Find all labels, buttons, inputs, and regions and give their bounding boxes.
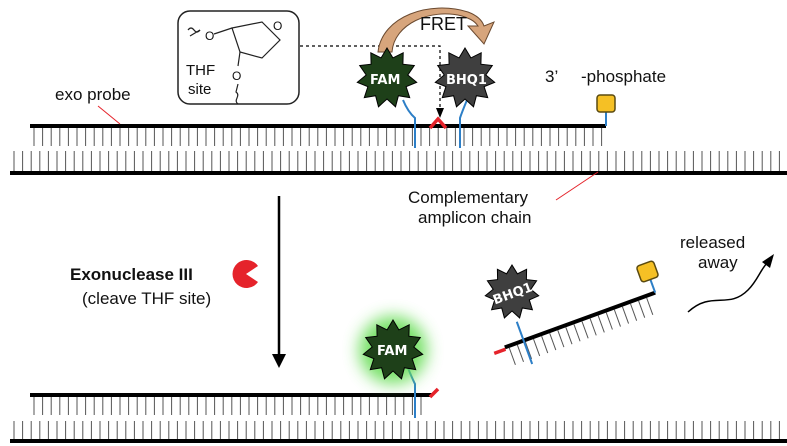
- base-tick: [605, 312, 613, 330]
- released-phosphate-linker: [649, 278, 657, 293]
- base-tick: [621, 306, 630, 324]
- base-tick: [638, 300, 646, 318]
- thf-site-mark: [428, 116, 448, 130]
- fret-arrow: [377, 7, 495, 53]
- bhq1-top-label: BHQ1: [446, 73, 487, 88]
- exo-probe-label: exo probe: [55, 85, 131, 104]
- base-tick: [565, 327, 573, 345]
- probe-ticks: [33, 128, 603, 146]
- released-arrow: [687, 261, 769, 313]
- base-tick: [533, 338, 541, 357]
- released-backbone: [504, 290, 656, 350]
- base-tick: [541, 335, 549, 354]
- released-phosphate-square: [636, 260, 659, 283]
- released-arrowhead: [762, 254, 774, 268]
- fret-label: FRET: [420, 14, 467, 34]
- complementary-label-line2: amplicon chain: [418, 208, 531, 227]
- exonuclease-pacman-icon: [232, 260, 258, 289]
- base-tick: [630, 303, 638, 321]
- bhq1-released-burst: [484, 264, 540, 319]
- fam-top-label: FAM: [370, 73, 400, 88]
- bottom-cleaved-end: [428, 387, 440, 399]
- exonuclease-label: Exonuclease III: [70, 265, 193, 284]
- released-bhq1-linker: [515, 321, 534, 365]
- bhq1-dye-top: BHQ1: [434, 47, 496, 108]
- base-tick: [508, 347, 516, 365]
- base-tick: [646, 297, 654, 315]
- base-tick: [549, 332, 557, 351]
- complementary-pointer: [555, 171, 599, 201]
- complementary-label-line1: Complementary: [408, 188, 528, 207]
- bhq1-top-burst: [434, 47, 496, 108]
- top-duplex: [10, 94, 787, 175]
- base-tick: [597, 315, 605, 333]
- released-fragment: [493, 260, 659, 365]
- bottom-amplicon-ticks: [13, 421, 780, 439]
- base-tick: [613, 309, 621, 327]
- phosphate-label: -phosphate: [581, 67, 666, 86]
- base-tick: [516, 344, 524, 363]
- thf-leader-dashed: [300, 45, 441, 110]
- thf-leader-arrowhead: [436, 108, 444, 118]
- released-ticks: [508, 297, 654, 365]
- released-cleaved-end: [493, 347, 507, 355]
- fam-bottom-label: FAM: [377, 344, 407, 359]
- exo-probe-pointer: [97, 105, 121, 125]
- fam-dye-top: FAM: [356, 47, 418, 108]
- process-arrowhead: [272, 354, 286, 368]
- structure-o-bottom: O: [232, 69, 241, 83]
- fam-bottom-burst: [362, 319, 424, 380]
- cleave-label: (cleave THF site): [82, 289, 211, 308]
- fam-dye-bottom: FAM: [359, 316, 427, 384]
- phosphate-square: [596, 94, 616, 113]
- thf-structure-box: O O O THF site: [177, 10, 300, 105]
- released-label-line2: away: [698, 253, 738, 272]
- bhq1-dye-released: BHQ1: [484, 264, 540, 319]
- base-tick: [524, 341, 533, 360]
- thf-label-line2: site: [188, 81, 211, 98]
- base-tick: [557, 330, 565, 348]
- released-label-line1: released: [680, 233, 745, 252]
- fam-top-burst: [356, 47, 418, 108]
- structure-o-top: O: [205, 29, 214, 43]
- thf-label-line1: THF: [186, 62, 215, 79]
- bottom-probe-ticks: [33, 397, 422, 415]
- phosphate-prime-label: 3’: [545, 67, 558, 86]
- fam-linker-top: [402, 99, 416, 148]
- base-tick: [589, 318, 597, 336]
- amplicon-ticks: [13, 151, 780, 171]
- structure-o-ring: O: [273, 19, 282, 33]
- base-tick: [573, 324, 581, 342]
- bhq1-linker-top: [459, 99, 468, 148]
- bottom-duplex: [10, 367, 787, 443]
- base-tick: [581, 321, 589, 339]
